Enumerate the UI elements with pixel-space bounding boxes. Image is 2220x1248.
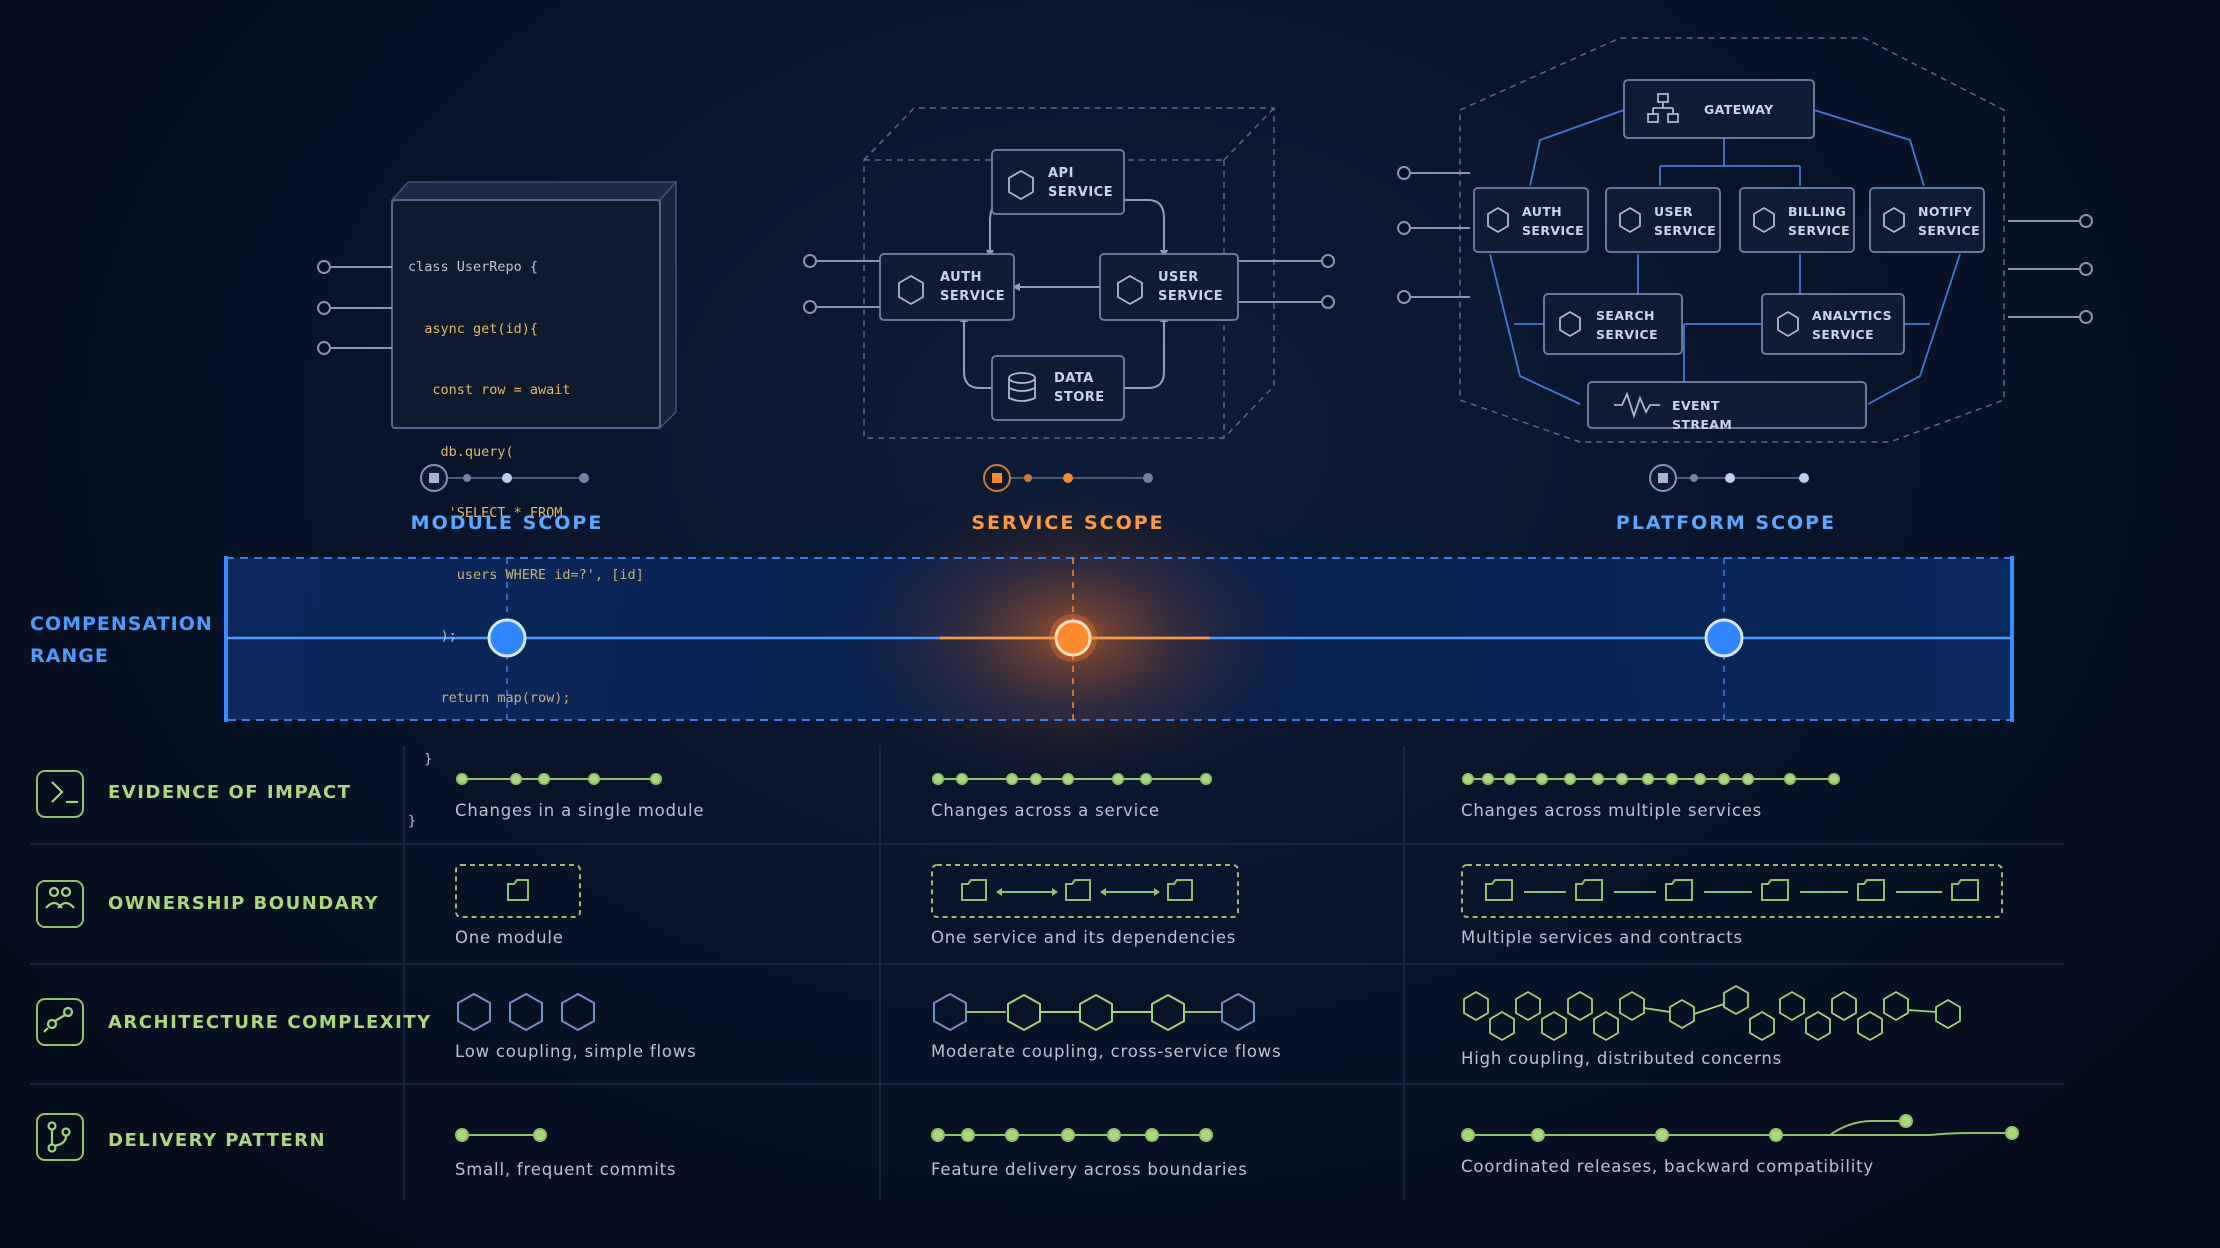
people-icon xyxy=(36,880,84,928)
api-service-node: API SERVICE xyxy=(1048,164,1128,202)
node-label: ANALYTICS xyxy=(1812,308,1893,323)
node-label: API xyxy=(1048,166,1074,181)
cell-evidence-module: Changes in a single module xyxy=(455,801,705,820)
cell-ownership-platform: Multiple services and contracts xyxy=(1461,928,1743,947)
platform-billing-node: BILLING SERVICE xyxy=(1788,202,1850,240)
code-line: return map(row); xyxy=(408,689,571,706)
delivery-timelines xyxy=(455,1114,2019,1142)
cell-complexity-platform: High coupling, distributed concerns xyxy=(1461,1049,1783,1068)
node-label: SERVICE xyxy=(1788,223,1851,238)
code-line: users WHERE id=?', [id] xyxy=(408,566,644,583)
event-stream-node: EVENT STREAM xyxy=(1672,398,1733,432)
code-line: ); xyxy=(408,628,457,644)
code-card xyxy=(390,180,678,430)
node-label: SERVICE xyxy=(1918,223,1981,238)
node-label: SERVICE xyxy=(940,289,1006,304)
platform-notify-node: NOTIFY SERVICE xyxy=(1918,202,1980,240)
branch-icon xyxy=(36,1113,84,1161)
node-label: SERVICE xyxy=(1158,289,1224,304)
evidence-timelines xyxy=(456,773,1840,785)
code-line: 'SELECT * FROM xyxy=(408,505,563,521)
module-scope-indicator xyxy=(420,464,589,492)
table-grid xyxy=(30,746,2064,1200)
node-label: AUTH xyxy=(1522,204,1563,219)
node-label: USER xyxy=(1654,204,1693,219)
platform-search-node: SEARCH SERVICE xyxy=(1596,306,1658,344)
cell-delivery-platform: Coordinated releases, backward compatibi… xyxy=(1461,1157,1874,1176)
code-snippet: class UserRepo { async get(id){ const ro… xyxy=(408,216,644,852)
cell-complexity-service: Moderate coupling, cross-service flows xyxy=(931,1042,1282,1061)
service-hex-icons xyxy=(898,169,1143,402)
cell-evidence-platform: Changes across multiple services xyxy=(1461,801,1763,820)
node-label: DATA xyxy=(1054,371,1094,386)
row-title-evidence: EVIDENCE OF IMPACT xyxy=(108,782,352,803)
code-line: } xyxy=(408,812,417,829)
compensation-label-line: RANGE xyxy=(30,645,109,667)
code-line: async get(id){ xyxy=(408,320,539,337)
node-label: SERVICE xyxy=(1596,327,1659,342)
code-line: db.query( xyxy=(408,443,514,460)
row-title-complexity: ARCHITECTURE COMPLEXITY xyxy=(108,1012,432,1033)
node-label: NOTIFY xyxy=(1918,204,1973,219)
terminal-icon xyxy=(36,770,84,818)
node-label: SERVICE xyxy=(1522,223,1585,238)
range-marker-module[interactable] xyxy=(487,618,527,658)
code-line: } xyxy=(408,751,433,767)
platform-icons xyxy=(1487,93,1905,419)
node-label: AUTH xyxy=(940,270,982,285)
cell-evidence-service: Changes across a service xyxy=(931,801,1160,820)
cell-delivery-service: Feature delivery across boundaries xyxy=(931,1160,1248,1179)
auth-service-node: AUTH SERVICE xyxy=(940,268,1020,306)
platform-auth-node: AUTH SERVICE xyxy=(1522,202,1584,240)
platform-connectors xyxy=(1397,166,2093,324)
code-line: class UserRepo { xyxy=(408,259,539,275)
node-label: SEARCH xyxy=(1596,308,1655,323)
module-scope-label: MODULE SCOPE xyxy=(410,512,604,534)
data-store-node: DATA STORE xyxy=(1054,369,1124,407)
code-line: const row = await xyxy=(408,382,571,398)
node-label: SERVICE xyxy=(1812,327,1875,342)
node-label: STORE xyxy=(1054,390,1105,405)
module-connectors xyxy=(317,260,392,355)
user-service-node: USER SERVICE xyxy=(1158,268,1238,306)
range-marker-service[interactable] xyxy=(1049,614,1097,662)
row-title-ownership: OWNERSHIP BOUNDARY xyxy=(108,893,380,914)
platform-boxes xyxy=(1473,79,1985,429)
cell-delivery-module: Small, frequent commits xyxy=(455,1160,677,1179)
node-label: SERVICE xyxy=(1048,185,1114,200)
ownership-arrowheads xyxy=(996,888,1160,896)
platform-user-node: USER SERVICE xyxy=(1654,202,1716,240)
node-label: SERVICE xyxy=(1654,223,1717,238)
platform-hex-frame xyxy=(1459,37,2005,443)
node-label: USER xyxy=(1158,270,1199,285)
platform-analytics-node: ANALYTICS SERVICE xyxy=(1812,306,1892,344)
row-title-delivery: DELIVERY PATTERN xyxy=(108,1130,327,1151)
architecture-icon xyxy=(36,998,84,1046)
service-boxes xyxy=(879,149,1239,421)
complexity-hexagons-green xyxy=(1007,984,1961,1042)
row-icon-glyphs xyxy=(43,781,78,1153)
gateway-node: GATEWAY xyxy=(1704,102,1774,117)
service-scope-label: SERVICE SCOPE xyxy=(971,512,1165,534)
cell-ownership-service: One service and its dependencies xyxy=(931,928,1237,947)
cell-ownership-module: One module xyxy=(455,928,564,947)
platform-scope-indicator xyxy=(1649,464,1809,492)
complexity-hexagons xyxy=(457,992,1255,1032)
cell-complexity-module: Low coupling, simple flows xyxy=(455,1042,697,1061)
platform-lines xyxy=(1489,109,1961,405)
platform-scope-label: PLATFORM SCOPE xyxy=(1615,512,1837,534)
node-label: BILLING xyxy=(1788,204,1847,219)
range-marker-platform[interactable] xyxy=(1704,618,1744,658)
compensation-range-label: COMPENSATION RANGE xyxy=(30,608,213,672)
ownership-folders xyxy=(455,864,2003,918)
compensation-label-line: COMPENSATION xyxy=(30,613,213,635)
service-connectors xyxy=(803,254,1335,314)
